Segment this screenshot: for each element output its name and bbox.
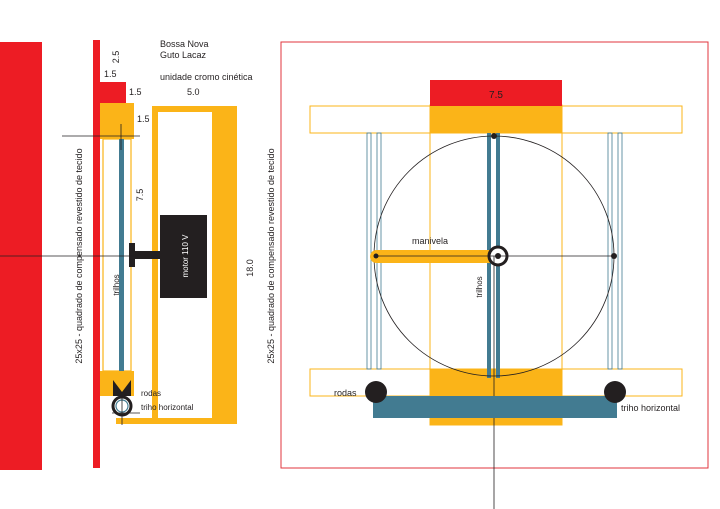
- front-view: 7.5 manivela trilhos rodas triho horizon…: [266, 41, 709, 509]
- front-wheel-left: [365, 381, 387, 403]
- yellow-carriage-top: [100, 103, 134, 139]
- front-yellow-base: [430, 418, 562, 425]
- crank-label: manivela: [412, 236, 448, 246]
- dimension-1-5-b: 1.5: [129, 87, 142, 97]
- dimension-1-5-a: 1.5: [104, 69, 117, 79]
- wheels-label-side: rodas: [141, 389, 161, 398]
- right-guide-rail-2: [617, 132, 623, 370]
- dimension-18-0: 18.0: [245, 259, 255, 277]
- subtitle: unidade cromo cinética: [160, 72, 253, 82]
- dimension-7-5: 7.5: [135, 189, 145, 202]
- motor-label: motor 110 V: [181, 234, 190, 278]
- dimension-5-0: 5.0: [187, 87, 200, 97]
- horizontal-rail-label-side: triho horizontal: [141, 403, 194, 412]
- front-outer-frame: [280, 41, 709, 469]
- blue-rail: [119, 139, 124, 371]
- side-caption-left: 25x25 - quadrado de compensado revestido…: [74, 148, 84, 363]
- motor-flange: [129, 243, 135, 267]
- left-guide-rail-1: [366, 132, 372, 370]
- front-yellow-top: [430, 106, 562, 133]
- front-wheel-right: [604, 381, 626, 403]
- title-line-2: Guto Lacaz: [160, 50, 207, 60]
- red-wall-strip: [93, 40, 100, 468]
- side-caption-right: 25x25 - quadrado de compensado revestido…: [266, 148, 276, 363]
- title-line-1: Bossa Nova: [160, 39, 209, 49]
- dimension-1-5-c: 1.5: [137, 114, 150, 124]
- right-guide-rail-1: [607, 132, 613, 370]
- horizontal-rail-label-front: triho horizontal: [621, 403, 680, 413]
- rails-label-side: trilhos: [112, 274, 121, 295]
- wheel-bracket: [113, 380, 131, 396]
- wheels-label-front: rodas: [334, 388, 357, 398]
- circle-top-dot: [491, 133, 497, 139]
- yellow-bottom-bar: [116, 418, 237, 424]
- motor-shaft: [134, 251, 160, 259]
- horizontal-rail: [373, 396, 617, 418]
- side-view: Bossa Nova Guto Lacaz unidade cromo ciné…: [0, 39, 255, 470]
- motor-box: [160, 215, 207, 298]
- crank-arm: [370, 250, 500, 263]
- front-red-block: [430, 80, 562, 106]
- yellow-frame-gap: [212, 112, 218, 418]
- yellow-carriage-outline: [102, 138, 132, 372]
- front-dimension-7-5: 7.5: [489, 90, 503, 101]
- dimension-2-5: 2.5: [111, 51, 121, 64]
- red-top-block: [100, 82, 126, 103]
- rails-label-front: trilhos: [475, 276, 484, 297]
